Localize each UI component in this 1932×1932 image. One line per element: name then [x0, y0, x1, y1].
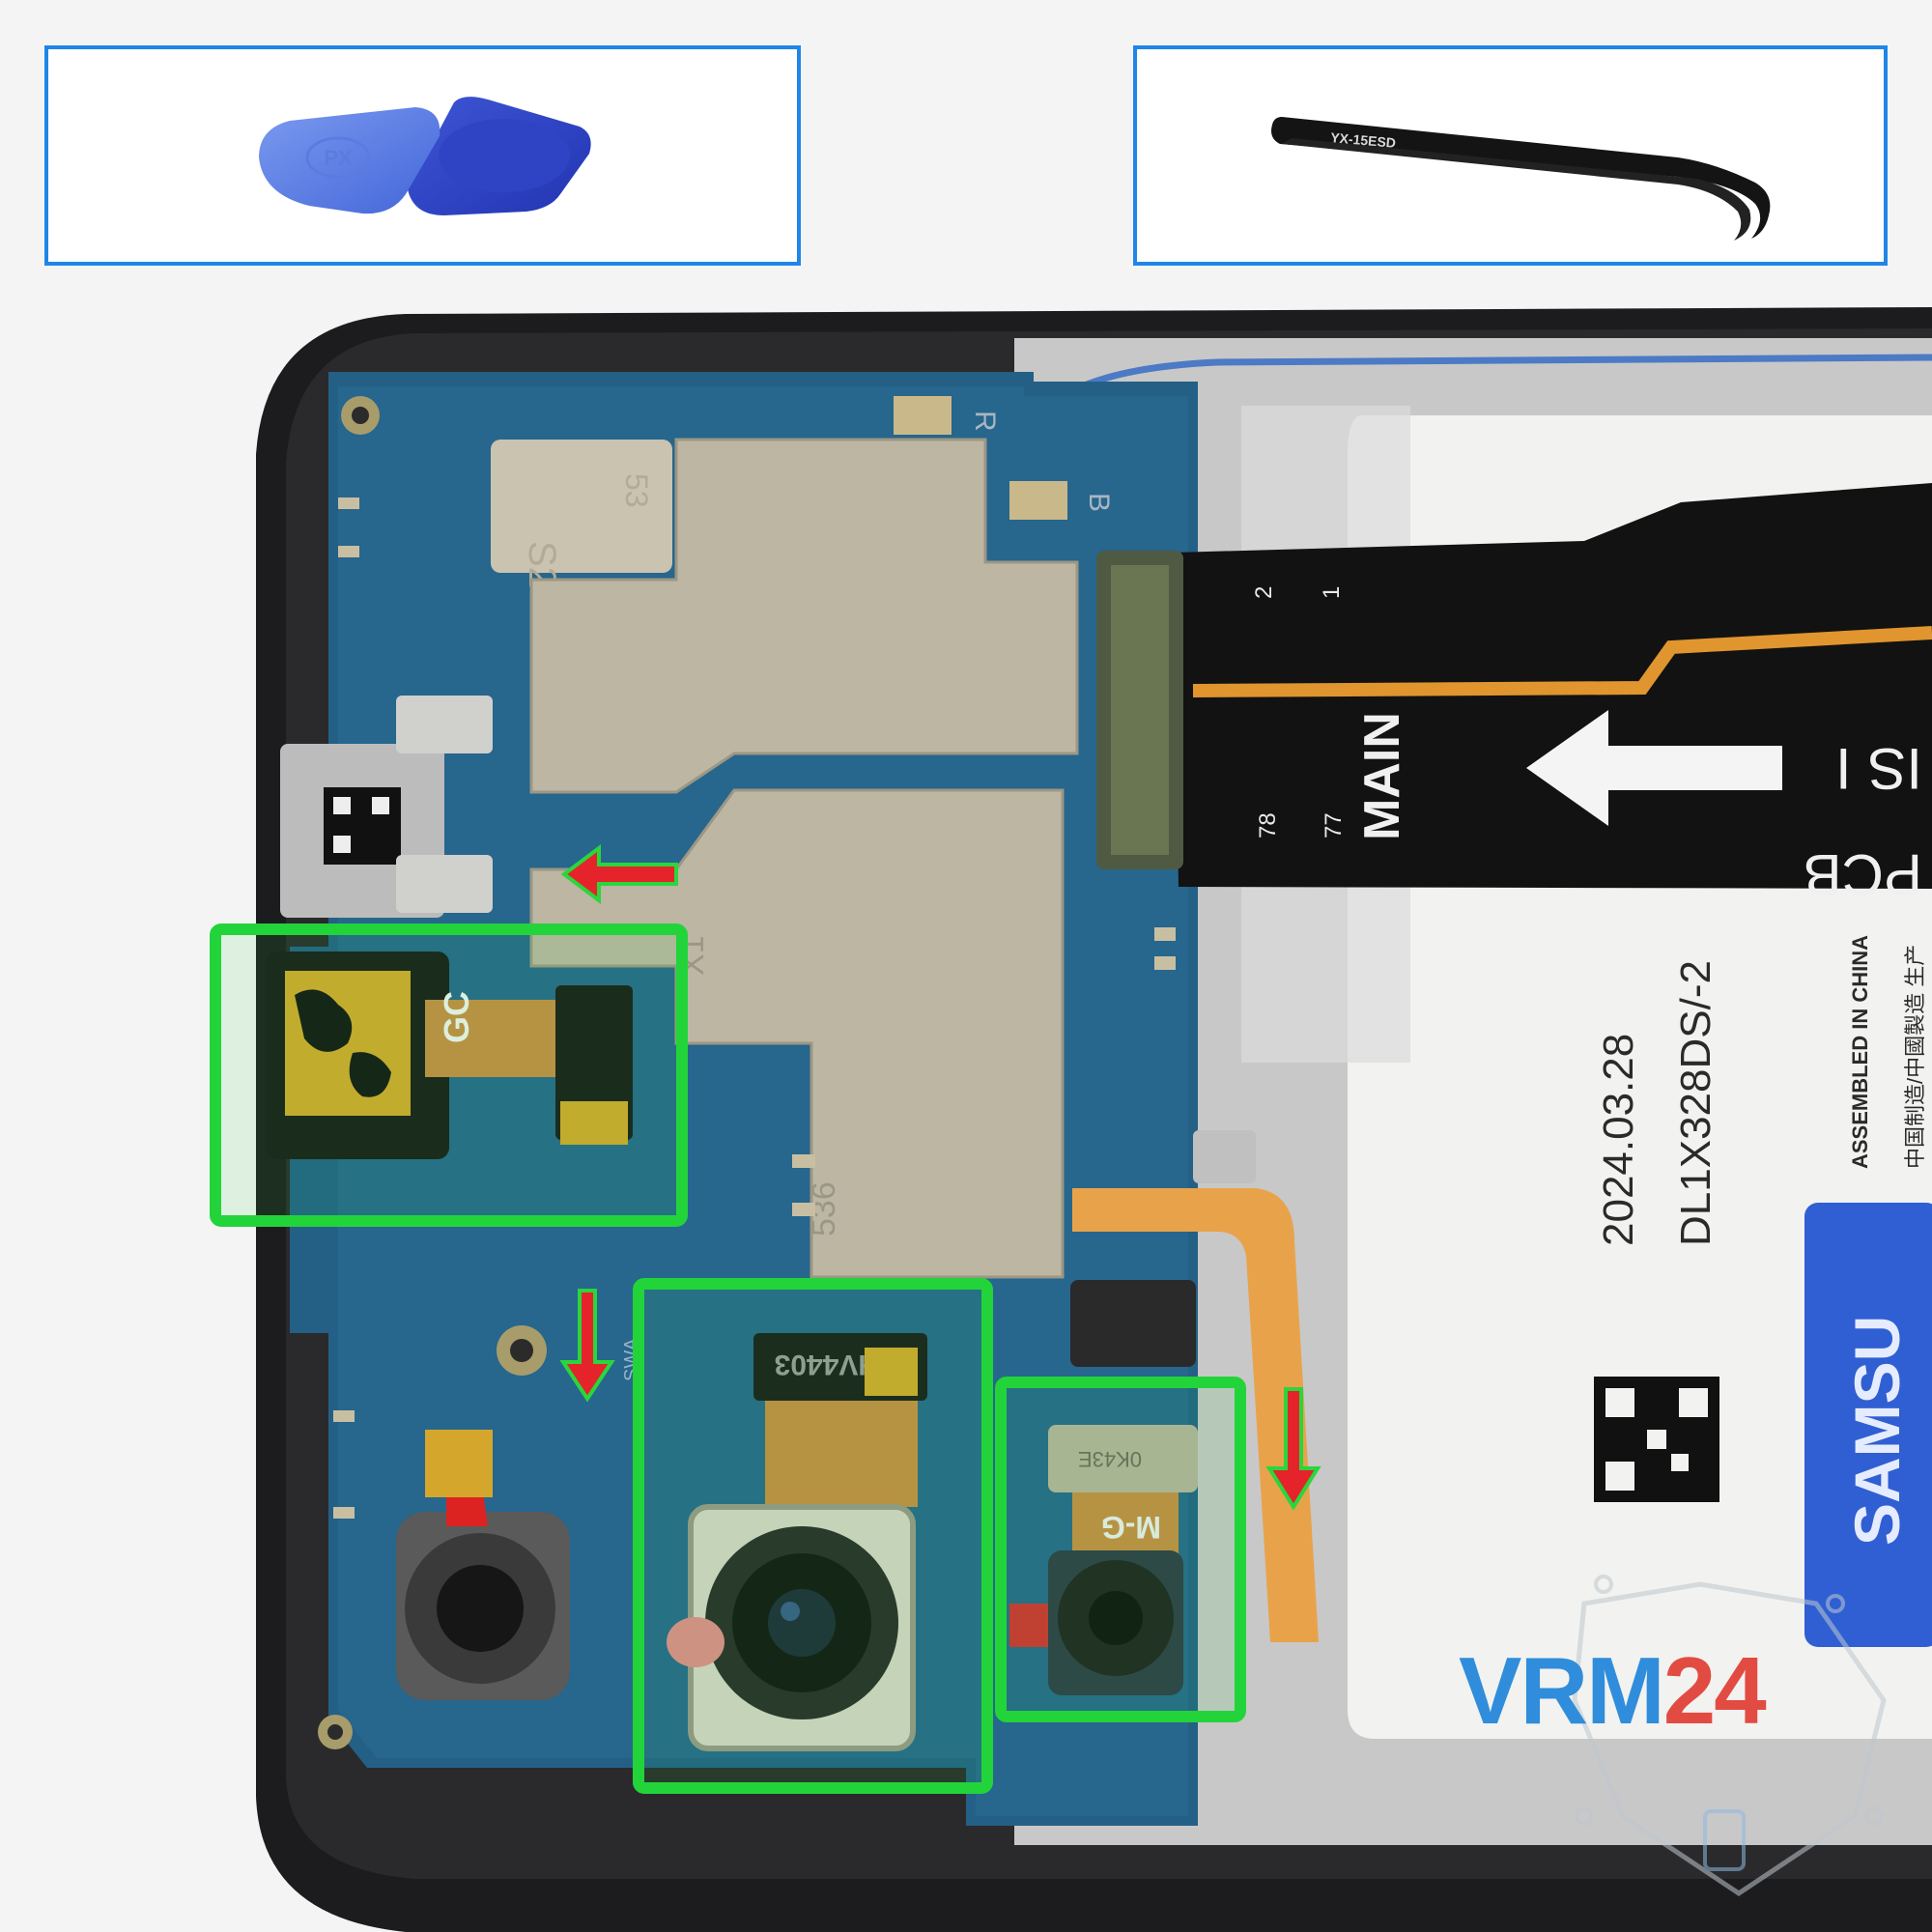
flex-number-2: 2	[1251, 586, 1277, 599]
antenna-connector-r[interactable]	[894, 396, 952, 435]
flex-number-78: 78	[1255, 812, 1281, 838]
vrm24-watermark: VRM24	[1459, 1642, 1767, 1739]
arrow-left-icon	[560, 844, 678, 904]
tweezers-icon: YX-15ESD	[1271, 117, 1771, 241]
flex-main-label: MAIN	[1354, 712, 1410, 840]
highlight-camera-mg	[995, 1377, 1246, 1722]
camera-main-code: HV4403	[775, 1349, 879, 1380]
battery-assembled: ASSEMBLED IN CHINA	[1848, 935, 1872, 1169]
vrm24-emblem-icon	[1572, 1575, 1887, 1897]
connector-b-label: B	[1083, 493, 1115, 512]
flex-stiffener-stripe	[1192, 626, 1932, 697]
arrow-down-icon	[559, 1289, 615, 1403]
flex-number-1: 1	[1319, 586, 1345, 599]
highlight-camera-main	[633, 1278, 993, 1794]
camera-gc-label: GC	[437, 991, 476, 1043]
sub-flex-connector[interactable]	[1070, 1280, 1196, 1367]
tweezers-text: YX-15ESD	[1330, 129, 1397, 151]
shield-small	[491, 440, 672, 573]
shield-upper	[529, 438, 1079, 794]
connector-r-label: R	[969, 411, 1001, 432]
antenna-connector-b[interactable]	[1009, 481, 1067, 520]
battery-text-2: PCB	[1804, 842, 1922, 907]
camera-sub-flex[interactable]	[1072, 1188, 1319, 1642]
pick-text: PX	[324, 146, 353, 170]
opening-pick-icon: PX	[259, 97, 591, 215]
microphone-component	[1048, 1425, 1198, 1492]
arrow-down-icon	[1265, 1387, 1321, 1511]
camera-gc-flex	[425, 1000, 560, 1077]
mic-code: 0K43E	[1078, 1447, 1142, 1471]
watermark-vrm: VRM	[1459, 1637, 1665, 1744]
arrow-left-icon	[1526, 710, 1782, 826]
qr-code-icon	[1594, 1377, 1719, 1502]
battery-date: 2024.03.28	[1595, 1034, 1642, 1246]
tool-frame-tweezers: YX-15ESD	[1133, 45, 1888, 266]
phone-disassembly-photo: S2 53 X1 536 R B 2 1 78 77 MAIN IS I PCB…	[210, 307, 1932, 1932]
highlight-camera-gc	[210, 923, 688, 1227]
camera-main-flex	[765, 1401, 918, 1507]
battery-made-in: 中国制造/中國製造 生产	[1903, 945, 1927, 1169]
shield-code-2: 53	[619, 473, 654, 508]
watermark-num: 24	[1662, 1637, 1767, 1744]
battery-brand: SAMSU	[1841, 1316, 1913, 1546]
battery-text-1: IS I	[1835, 736, 1922, 801]
flex-number-77: 77	[1321, 812, 1347, 838]
tool-frame-opening-pick: PX	[44, 45, 801, 266]
battery-model: DL1X328DS/-2	[1672, 960, 1719, 1246]
samsung-label	[1804, 1203, 1932, 1647]
camera-mg-label: M-G	[1101, 1510, 1161, 1545]
